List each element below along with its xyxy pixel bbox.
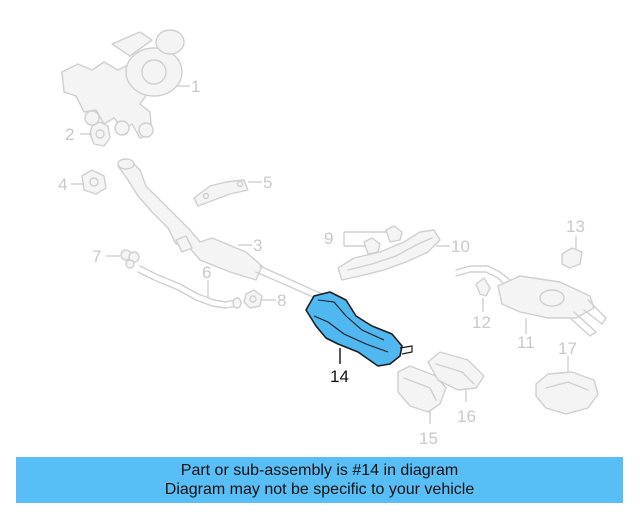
part-16-heat-shield[interactable]: [427, 351, 485, 391]
exhaust-parts-diagram: 1 2 4 5 3 7 6: [58, 29, 607, 448]
callout-13: 13: [566, 217, 585, 236]
banner-line-1: Part or sub-assembly is #14 in diagram: [180, 462, 459, 479]
part-12-hanger[interactable]: [475, 277, 491, 297]
part-3-front-pipe-catalyst[interactable]: [117, 158, 323, 301]
callout-6: 6: [202, 263, 211, 282]
part-9-nuts[interactable]: [363, 225, 403, 255]
callout-4: 4: [58, 175, 67, 194]
part-1-turbo-manifold[interactable]: [61, 29, 185, 139]
callout-11: 11: [517, 333, 535, 352]
callout-17: 17: [558, 339, 577, 358]
part-7-clamp[interactable]: [120, 249, 140, 269]
part-14-shape[interactable]: [305, 291, 403, 367]
part-14-heat-shield[interactable]: [305, 291, 413, 367]
callout-9: 9: [324, 229, 333, 248]
callout-5: 5: [263, 173, 272, 192]
part-13-bracket[interactable]: [561, 247, 583, 269]
part-17-heat-shield[interactable]: [535, 371, 599, 415]
part-2-gasket[interactable]: [89, 121, 111, 147]
callout-12: 12: [472, 313, 491, 332]
banner-line-2: Diagram may not be specific to your vehi…: [164, 481, 475, 498]
part-6-pipe[interactable]: [137, 265, 242, 309]
part-11-rear-muffler[interactable]: [455, 265, 607, 337]
info-banner: Part or sub-assembly is #14 in diagram D…: [16, 457, 623, 503]
part-8-nut[interactable]: [243, 289, 263, 309]
callout-7: 7: [92, 247, 101, 266]
part-15-heat-shield[interactable]: [397, 365, 447, 413]
callout-2: 2: [65, 125, 74, 144]
part-4-gasket[interactable]: [81, 169, 107, 195]
callout-1: 1: [191, 77, 200, 96]
callout-10: 10: [451, 237, 470, 256]
callout-8: 8: [277, 291, 286, 310]
callout-16: 16: [457, 407, 476, 426]
callout-14: 14: [330, 367, 349, 386]
callout-15: 15: [419, 429, 438, 448]
part-5-bracket[interactable]: [193, 179, 249, 207]
part-10-heat-shield[interactable]: [337, 229, 441, 281]
callout-3: 3: [253, 236, 262, 255]
